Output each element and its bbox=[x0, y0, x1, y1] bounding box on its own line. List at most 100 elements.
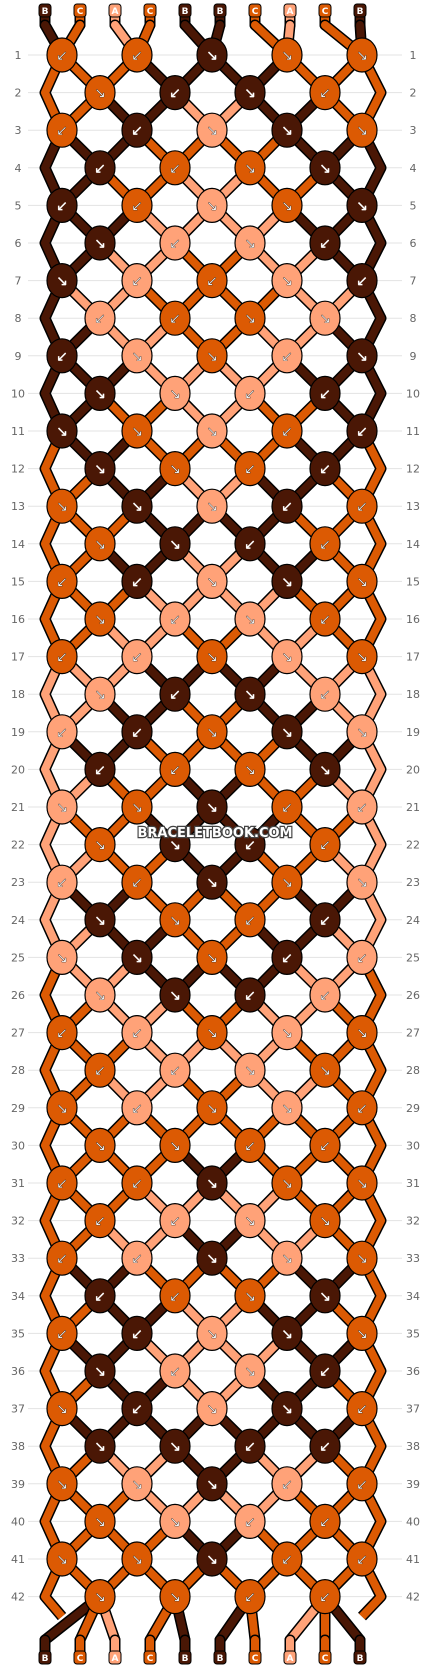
knot bbox=[84, 150, 116, 186]
row-number-right: 40 bbox=[406, 1515, 420, 1528]
row-number-right: 35 bbox=[406, 1327, 420, 1340]
knot bbox=[234, 1428, 266, 1464]
knot bbox=[196, 1240, 228, 1276]
knot-arrow-icon: ↙ bbox=[56, 574, 68, 590]
knot bbox=[196, 714, 228, 750]
knot bbox=[46, 714, 78, 750]
bottom-string-label: B bbox=[182, 1654, 189, 1664]
knot-arrow-icon: ↘ bbox=[94, 1439, 106, 1455]
row-number-right: 6 bbox=[410, 237, 417, 250]
knot-arrow-icon: ↙ bbox=[281, 424, 293, 440]
knot bbox=[159, 300, 191, 336]
knot bbox=[271, 37, 303, 73]
row-number-left: 24 bbox=[11, 914, 25, 927]
knot bbox=[309, 451, 341, 487]
knot bbox=[196, 1090, 228, 1126]
row-number-right: 8 bbox=[410, 312, 417, 325]
knot bbox=[46, 1090, 78, 1126]
knot bbox=[121, 263, 153, 299]
row-number-left: 13 bbox=[11, 500, 25, 513]
knot bbox=[46, 1390, 78, 1427]
knot bbox=[46, 1466, 78, 1502]
knot bbox=[234, 1503, 266, 1540]
top-string-tab bbox=[38, 3, 52, 18]
knot bbox=[346, 1315, 378, 1352]
knot bbox=[234, 826, 266, 863]
knot-arrow-icon: ↘ bbox=[244, 762, 256, 778]
knot-arrow-icon: ↘ bbox=[94, 462, 106, 478]
knot bbox=[121, 864, 153, 900]
knot bbox=[84, 1127, 116, 1164]
knot bbox=[121, 1090, 153, 1126]
bottom-string-tab bbox=[143, 1650, 157, 1665]
top-string-tab bbox=[143, 3, 157, 18]
knot bbox=[46, 338, 78, 374]
row-number-left: 32 bbox=[11, 1215, 25, 1228]
knot-arrow-icon: ↙ bbox=[169, 1214, 181, 1230]
bottom-string-tab bbox=[213, 1650, 227, 1665]
knot-arrow-icon: ↙ bbox=[131, 198, 143, 214]
knot bbox=[309, 1578, 341, 1615]
knot bbox=[234, 1052, 266, 1088]
knot bbox=[234, 1353, 266, 1389]
row-number-right: 25 bbox=[406, 951, 420, 964]
knot bbox=[196, 1014, 228, 1051]
knot bbox=[346, 37, 378, 73]
knot-arrow-icon: ↘ bbox=[206, 1552, 218, 1568]
knot-arrow-icon: ↘ bbox=[131, 424, 143, 440]
top-string-tab bbox=[73, 3, 87, 18]
knot-arrow-icon: ↙ bbox=[319, 236, 331, 252]
knot-arrow-icon: ↙ bbox=[244, 462, 256, 478]
row-number-left: 37 bbox=[11, 1403, 25, 1416]
knot-arrow-icon: ↙ bbox=[94, 762, 106, 778]
knot-arrow-icon: ↘ bbox=[244, 1364, 256, 1380]
row-number-left: 28 bbox=[11, 1064, 25, 1077]
knot bbox=[84, 375, 116, 411]
row-number-left: 7 bbox=[15, 275, 22, 288]
knots-layer: ↙↙↘↘↘↘↙↘↙↙↙↘↘↘↙↙↘↘↙↙↘↘↘↘↙↘↙↘↙↙↘↙↙↙↘↘↙↘↘↙… bbox=[46, 37, 378, 1615]
knot bbox=[346, 1014, 378, 1051]
knot-arrow-icon: ↙ bbox=[281, 349, 293, 365]
row-number-right: 23 bbox=[406, 876, 420, 889]
knot bbox=[121, 37, 153, 73]
knot-arrow-icon: ↘ bbox=[356, 48, 368, 64]
knot-arrow-icon: ↘ bbox=[356, 1326, 368, 1342]
top-string-label: A bbox=[287, 7, 294, 17]
knot bbox=[346, 1541, 378, 1577]
knot-arrow-icon: ↙ bbox=[169, 236, 181, 252]
row-number-right: 19 bbox=[406, 726, 420, 739]
knot bbox=[46, 112, 78, 148]
knot bbox=[159, 1578, 191, 1615]
knot bbox=[196, 864, 228, 900]
row-number-left: 4 bbox=[15, 162, 22, 175]
knot bbox=[309, 1202, 341, 1239]
knot bbox=[121, 1541, 153, 1577]
knot bbox=[309, 1052, 341, 1088]
knot bbox=[346, 263, 378, 299]
knot-arrow-icon: ↙ bbox=[319, 1514, 331, 1530]
knot bbox=[84, 1353, 116, 1389]
knot-arrow-icon: ↘ bbox=[281, 198, 293, 214]
knot bbox=[159, 526, 191, 562]
knot bbox=[46, 939, 78, 976]
row-number-left: 29 bbox=[11, 1102, 25, 1115]
knot-arrow-icon: ↘ bbox=[206, 424, 218, 440]
knot-arrow-icon: ↙ bbox=[319, 612, 331, 628]
knot bbox=[46, 563, 78, 600]
knot-arrow-icon: ↙ bbox=[169, 612, 181, 628]
knot bbox=[346, 1466, 378, 1502]
knot bbox=[196, 1315, 228, 1352]
knot-arrow-icon: ↘ bbox=[169, 913, 181, 929]
knot bbox=[84, 826, 116, 863]
knot bbox=[46, 488, 78, 524]
knot-arrow-icon: ↘ bbox=[56, 1402, 68, 1418]
knot-arrow-icon: ↙ bbox=[94, 311, 106, 327]
knot-arrow-icon: ↙ bbox=[356, 1477, 368, 1493]
knot-arrow-icon: ↘ bbox=[319, 1289, 331, 1305]
knot-arrow-icon: ↘ bbox=[281, 650, 293, 666]
knot bbox=[234, 375, 266, 411]
knot-arrow-icon: ↙ bbox=[319, 386, 331, 402]
knot-arrow-icon: ↘ bbox=[56, 1101, 68, 1117]
row-number-left: 16 bbox=[11, 613, 25, 626]
